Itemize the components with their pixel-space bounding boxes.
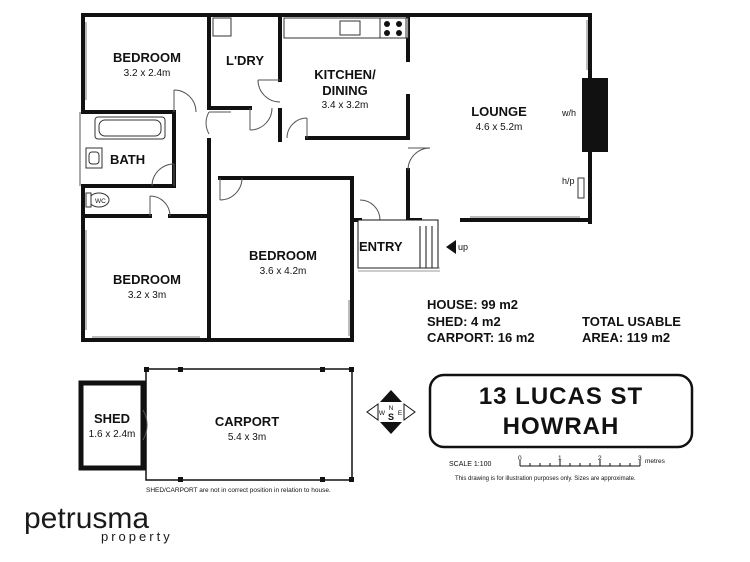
brand-name: petrusma [24,502,149,535]
entry-label: ENTRY [359,239,403,254]
kitchen-label-line2: DINING [322,83,368,98]
lounge-label: LOUNGE [471,104,527,119]
address-line2: HOWRAH [503,413,620,440]
brand-sub: property [101,529,173,544]
bathtub-icon [94,116,166,140]
heat-pump-label: h/p [562,176,575,186]
bedroom1-label: BEDROOM [113,50,181,65]
shed-label: SHED [94,411,130,426]
stairs-up-label: up [458,242,468,252]
house-area: HOUSE: 99 m2 [427,297,518,312]
bedroom1-dim: 3.2 x 2.4m [124,68,171,79]
fireplace-icon [582,78,608,152]
carport-label: CARPORT [215,414,279,429]
compass-s: S [388,412,394,422]
lounge-dim: 4.6 x 5.2m [476,122,523,133]
scale-label: SCALE 1:100 [449,461,492,468]
compass-icon [366,390,416,434]
laundry-label: L'DRY [226,53,264,68]
entry-landing [357,219,439,269]
entry-hatch [358,267,440,272]
total-area-line1: TOTAL USABLE [582,314,681,329]
heat-pump-icon [577,177,585,199]
stairs-arrow-icon [446,240,456,254]
bedroom3-label: BEDROOM [113,272,181,287]
total-area-line2: AREA: 119 m2 [582,330,670,345]
wc-label: WC [95,198,106,205]
shed-dim: 1.6 x 2.4m [89,429,136,440]
stove-icon [384,21,402,36]
carport-area: CARPORT: 16 m2 [427,330,535,345]
shed-area: SHED: 4 m2 [427,314,501,329]
basin-icon [85,147,103,169]
shed-walls [78,380,146,471]
scale-bar [519,460,641,467]
scale-unit: metres [645,458,666,465]
shed-door-swing [142,409,148,441]
kitchen-dim: 3.4 x 3.2m [322,100,369,111]
kitchen-bench [283,17,409,39]
wood-heater-label: w/h [561,108,576,118]
scale-disclaimer: This drawing is for illustration purpose… [455,476,636,482]
bedroom2-label: BEDROOM [249,248,317,263]
scale-tick-0: 0 [518,455,522,462]
scale-tick-3: 3 [638,455,642,462]
bath-label: BATH [110,152,145,167]
door-swings [79,79,431,221]
carport-outline [145,368,353,481]
shed-position-note: SHED/CARPORT are not in correct position… [146,487,331,494]
compass-e: E [398,410,403,417]
compass-w: W [379,410,386,417]
scale-tick-2: 2 [598,455,602,462]
address-box [428,373,694,449]
bedroom2-dim: 3.6 x 4.2m [260,266,307,277]
kitchen-label-line1: KITCHEN/ [314,67,376,82]
address-line1: 13 LUCAS ST [479,383,643,410]
windows [85,20,588,338]
laundry-tub-icon [212,17,232,37]
scale-tick-1: 1 [558,455,562,462]
carport-dim: 5.4 x 3m [228,432,266,443]
compass-n: N [389,405,394,412]
toilet-icon [85,192,110,208]
bedroom3-dim: 3.2 x 3m [128,290,166,301]
carport-posts [144,367,354,482]
